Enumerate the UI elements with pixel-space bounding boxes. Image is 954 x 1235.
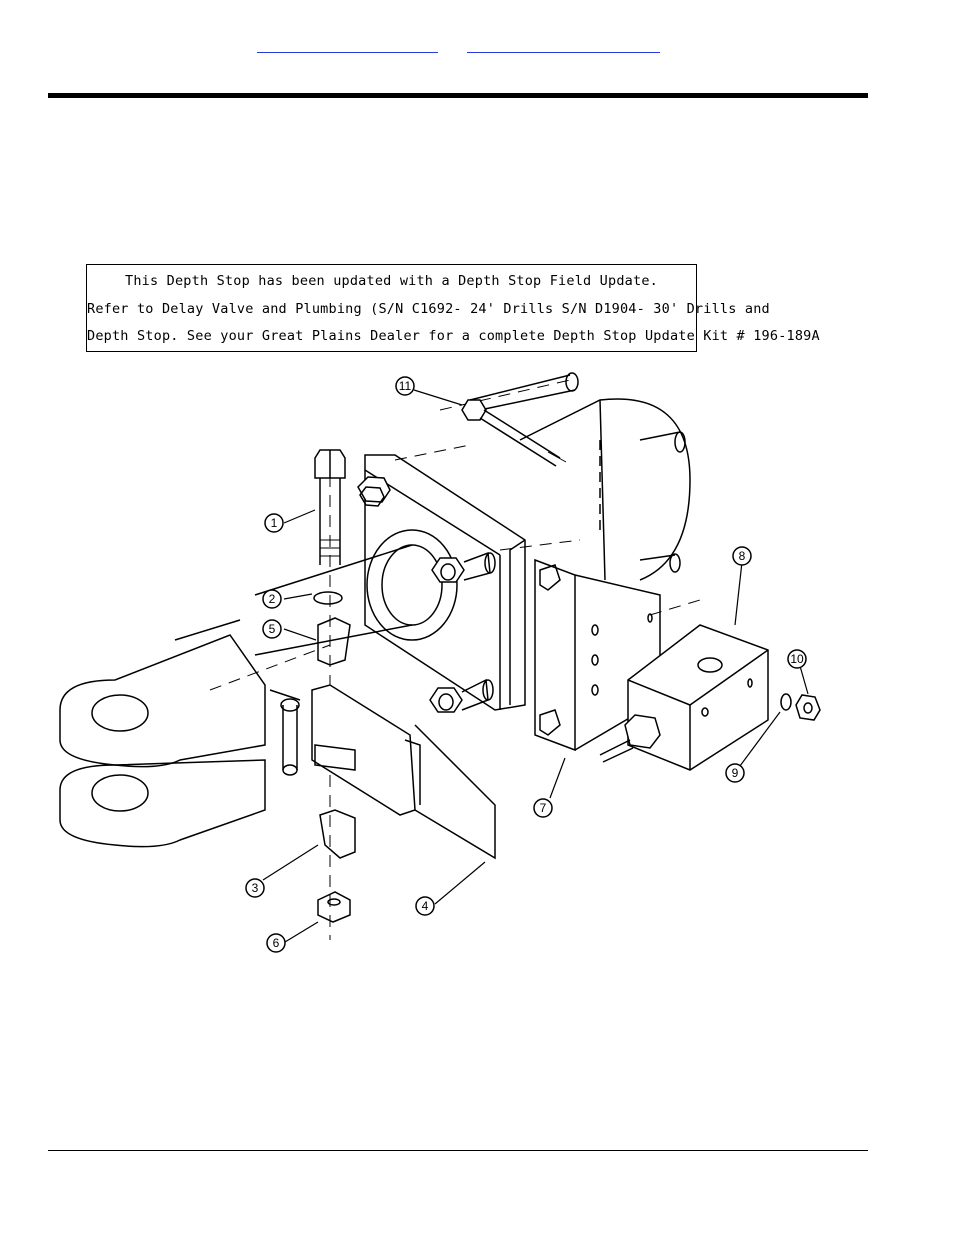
callout-label-5: 5: [269, 622, 276, 636]
callout-label-10: 10: [790, 652, 804, 666]
clevis-yoke: [59, 619, 301, 848]
hydraulic-cylinder: [469, 372, 691, 581]
square-nut-part-6: [317, 891, 351, 923]
callout-label-3: 3: [252, 881, 259, 895]
callout-label-9: 9: [732, 766, 739, 780]
clip-part-3: [319, 809, 356, 859]
top-rule: [48, 93, 868, 98]
callout-label-11: 11: [399, 379, 412, 393]
valve-block-part-8: [599, 624, 769, 771]
header-link-1[interactable]: [257, 38, 438, 53]
stud-nut-lower: [429, 678, 494, 713]
callout-3: [245, 878, 265, 898]
callout-9: [725, 763, 745, 783]
long-bolt-part-11: [461, 399, 567, 467]
cylinder-shaft: [254, 529, 458, 656]
plate-nut-top: [357, 476, 391, 507]
callout-6: [266, 933, 286, 953]
callout-label-8: 8: [739, 549, 746, 563]
nut-part-10: [795, 694, 821, 721]
stud-nut-upper: [431, 551, 496, 583]
callout-label-2: 2: [269, 592, 276, 606]
clip-part-5: [317, 617, 351, 666]
depth-stop-exploded-diagram: 1 2 3 4 5 6 7 8 9 10 11: [59, 372, 821, 953]
notice-line-2: Refer to Delay Valve and Plumbing (S/N C…: [87, 301, 770, 317]
notice-line-1: This Depth Stop has been updated with a …: [125, 273, 658, 289]
callout-10: [787, 649, 807, 669]
callout-label-4: 4: [422, 899, 429, 913]
callout-8: [732, 546, 752, 566]
callout-2: [262, 589, 282, 609]
callout-11: [395, 376, 415, 396]
callout-label-1: 1: [271, 516, 278, 530]
notice-line-3: Depth Stop. See your Great Plains Dealer…: [87, 328, 820, 344]
callout-4: [415, 896, 435, 916]
bolt-part-1: [314, 449, 346, 565]
bottom-rule: [48, 1150, 868, 1151]
header-link-2[interactable]: [467, 38, 660, 53]
washer-part-9: [780, 693, 792, 711]
callout-label-7: 7: [540, 801, 547, 815]
washer-part-2: [313, 591, 343, 605]
mount-bracket-part-7: [534, 558, 661, 752]
update-notice-box: This Depth Stop has been updated with a …: [86, 264, 820, 352]
callout-7: [533, 798, 553, 818]
leader-lines: [262, 389, 809, 943]
assembly-guide-lines: [209, 379, 701, 940]
callout-5: [262, 619, 282, 639]
callout-1: [264, 513, 284, 533]
depth-stop-bracket-part-4: [311, 684, 496, 860]
callout-label-6: 6: [273, 936, 280, 950]
